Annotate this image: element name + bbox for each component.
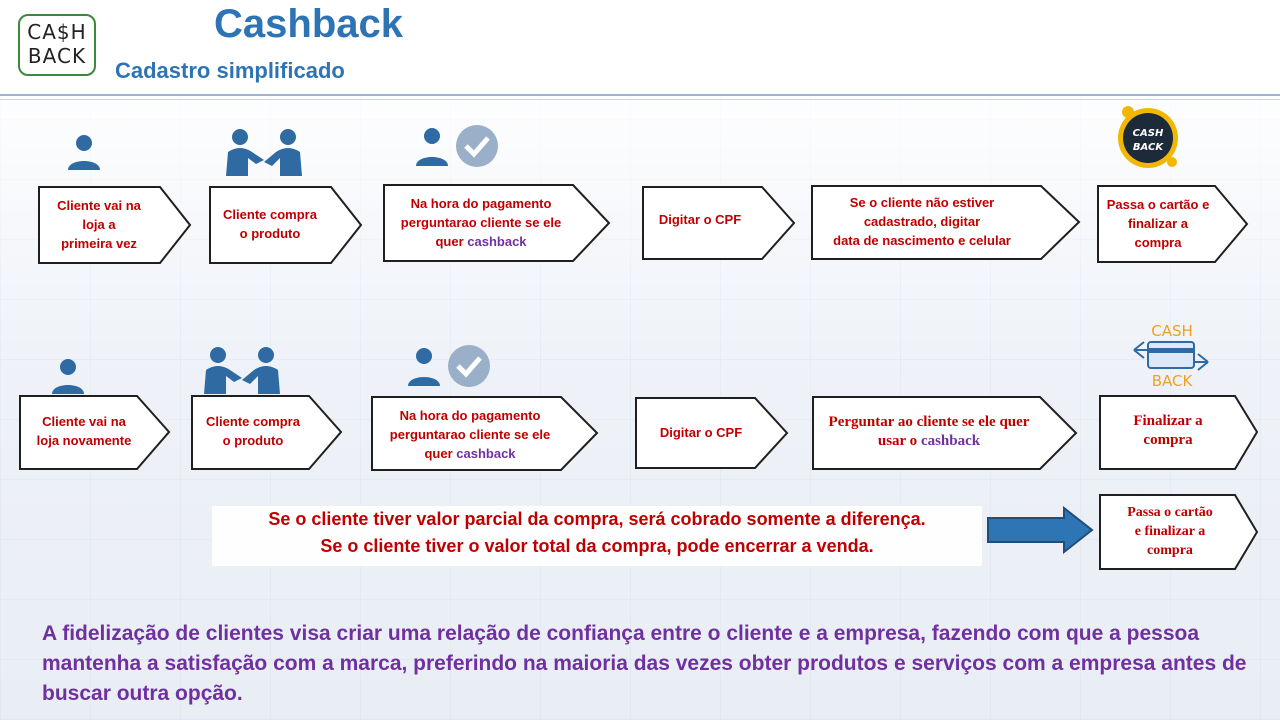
- note-box: Se o cliente tiver valor parcial da comp…: [212, 506, 982, 566]
- header: CA$H BACK Cashback Cadastro simplificado: [0, 0, 1280, 96]
- step-text-line: compra: [1143, 432, 1193, 448]
- step-text-line: Na hora do pagamento: [410, 195, 552, 211]
- step-text-line: primeira vez: [61, 235, 137, 251]
- step-row1-3: Na hora do pagamento perguntarao cliente…: [383, 184, 611, 262]
- step-text-prefix: quer: [435, 233, 468, 249]
- cashback-word: cashback: [467, 233, 527, 249]
- person-icon: [52, 359, 84, 394]
- step-text-line: loja novamente: [36, 433, 132, 448]
- cashback-coin-icon: CASH BACK: [1118, 106, 1178, 168]
- logo-line1: CA$H: [27, 20, 87, 44]
- step-row1-1: Cliente vai na loja a primeira vez: [38, 186, 192, 264]
- step-row3-1: Passa o cartão e finalizar a compra: [1099, 494, 1259, 570]
- loyalty-paragraph: A fidelização de clientes visa criar uma…: [42, 622, 1247, 705]
- step-text-line: finalizar a: [1128, 215, 1188, 231]
- step-row2-6: Finalizar a compra: [1099, 395, 1259, 470]
- step-row1-5: Se o cliente não estiver cadastrado, dig…: [811, 185, 1081, 260]
- note-line1: Se o cliente tiver valor parcial da comp…: [268, 509, 926, 529]
- step-text-line: compra: [1134, 234, 1182, 250]
- step-text-line: Cliente vai na: [42, 414, 126, 429]
- badge-line1: CASH: [1133, 128, 1164, 139]
- cashback-logo: CA$H BACK: [18, 14, 96, 76]
- logo-line2: BACK: [27, 44, 87, 68]
- step-text-line: o produto: [239, 226, 301, 241]
- step-text-line: Perguntar ao cliente se ele quer: [828, 414, 1030, 430]
- step-text-line: Passa o cartão e: [1106, 196, 1210, 212]
- step-row1-6: Passa o cartão e finalizar a compra: [1097, 185, 1249, 263]
- header-divider-thin: [0, 99, 1280, 100]
- step-text-line: compra: [1147, 542, 1193, 558]
- step-text-prefix: quer: [424, 445, 457, 461]
- card-line2: BACK: [1152, 372, 1194, 390]
- step-text-line: Cliente vai na: [57, 197, 141, 213]
- step-text-prefix: usar o: [877, 433, 921, 449]
- step-text-line: quer cashback: [401, 232, 561, 251]
- handshake-icon: [204, 347, 280, 394]
- person-check-icon: [416, 125, 498, 167]
- step-text-line: e finalizar a: [1134, 523, 1206, 539]
- header-divider: [0, 94, 1280, 96]
- cashback-word: cashback: [456, 445, 516, 461]
- page-title: Cashback: [214, 2, 403, 46]
- page-subtitle: Cadastro simplificado: [115, 58, 345, 83]
- step-text-line: usar o cashback: [829, 432, 1030, 451]
- step-row1-2: Cliente compra o produto: [209, 186, 363, 264]
- step-text-line: Passa o cartão: [1127, 504, 1213, 520]
- step-text-line: perguntarao cliente se ele: [389, 426, 551, 442]
- handshake-icon: [226, 129, 302, 176]
- step-text-line: Finalizar a: [1133, 413, 1203, 429]
- step-row2-2: Cliente compra o produto: [191, 395, 343, 470]
- step-row1-4: Digitar o CPF: [642, 186, 796, 260]
- person-icon: [68, 135, 100, 170]
- right-arrow-icon: [987, 506, 1094, 554]
- step-row2-3: Na hora do pagamento perguntarao cliente…: [371, 396, 599, 471]
- step-text-line: data de nascimento e celular: [833, 232, 1011, 248]
- step-text-line: Digitar o CPF: [658, 211, 742, 227]
- cashback-word: cashback: [920, 433, 981, 449]
- step-text-line: Digitar o CPF: [659, 424, 743, 440]
- step-row2-4: Digitar o CPF: [635, 397, 789, 469]
- step-text-line: loja a: [82, 216, 116, 232]
- note-line2: Se o cliente tiver o valor total da comp…: [320, 536, 874, 556]
- step-text-line: Se o cliente não estiver: [849, 194, 995, 210]
- step-text-line: cadastrado, digitar: [863, 213, 981, 229]
- step-text-line: perguntarao cliente se ele: [400, 214, 562, 230]
- step-row2-1: Cliente vai na loja novamente: [19, 395, 171, 470]
- step-row2-5: Perguntar ao cliente se ele quer usar o …: [812, 396, 1078, 470]
- step-text-line: Na hora do pagamento: [399, 407, 541, 423]
- step-text-line: Cliente compra: [206, 414, 300, 429]
- step-text-line: Cliente compra: [223, 207, 317, 222]
- step-text-line: o produto: [222, 433, 284, 448]
- badge-line2: BACK: [1133, 142, 1164, 153]
- cashback-card-icon: CASH BACK: [1133, 322, 1209, 390]
- step-text-line: quer cashback: [390, 444, 550, 463]
- card-line1: CASH: [1151, 322, 1193, 340]
- person-check-icon: [408, 345, 490, 387]
